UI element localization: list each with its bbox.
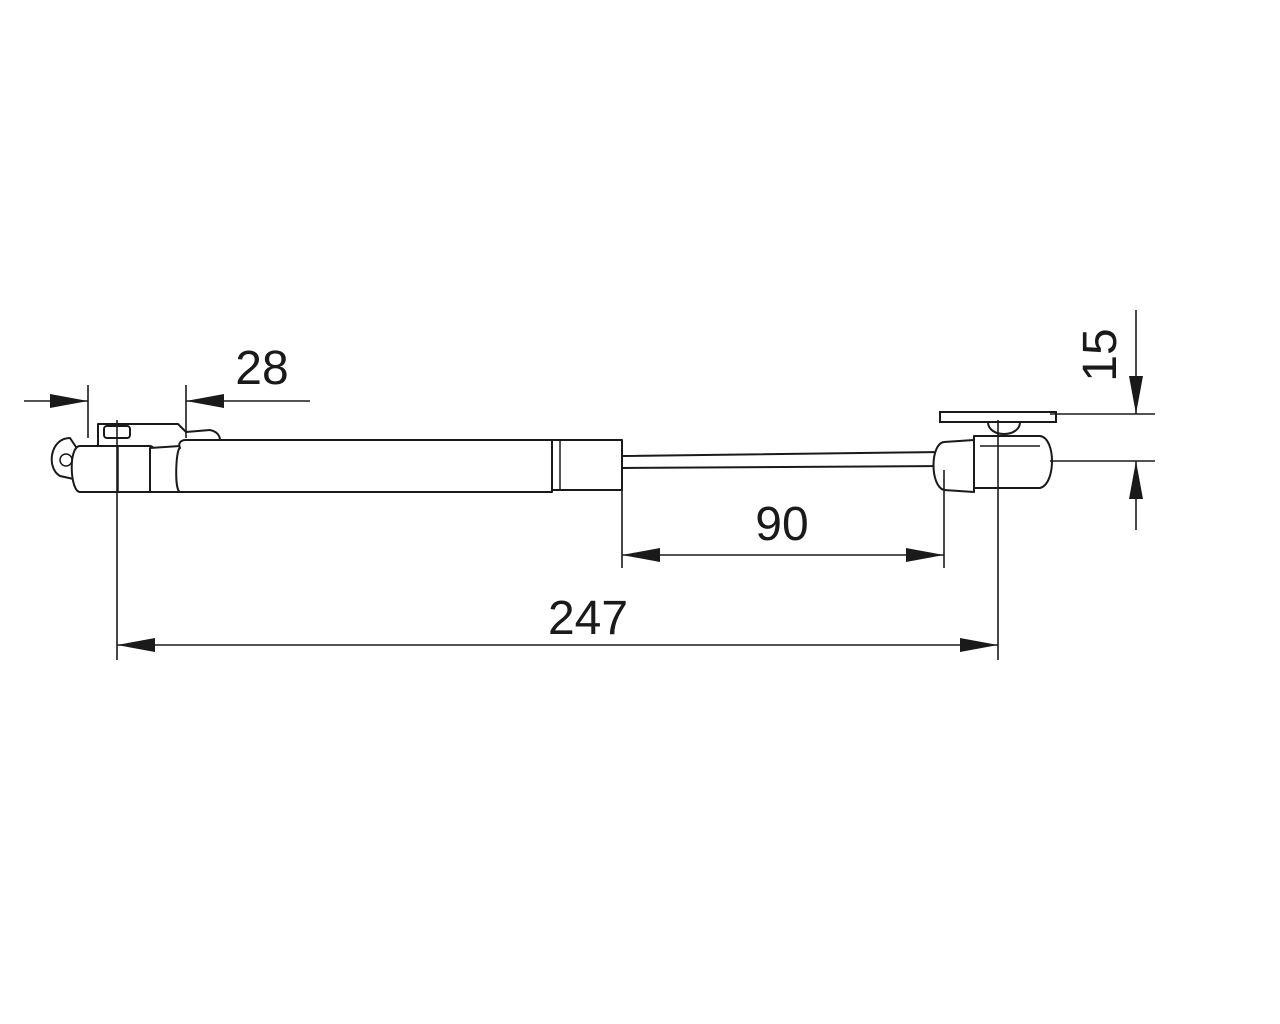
dimension-mount-height: 15 <box>1050 310 1155 530</box>
arrow-head <box>186 394 224 408</box>
right-end-cap <box>932 439 975 493</box>
dimension-label-mount-height: 15 <box>1074 328 1127 381</box>
arrow-head <box>1129 461 1143 499</box>
cylinder <box>175 439 553 493</box>
arrow-head <box>117 638 155 652</box>
dimension-label-mount-width: 28 <box>235 342 288 395</box>
right-mount <box>932 411 1057 493</box>
arrow-head <box>622 548 660 562</box>
dimension-total-length: 247 <box>116 420 999 660</box>
right-housing <box>973 435 1053 489</box>
cylinder-end <box>551 439 623 491</box>
dimension-label-total-length: 247 <box>548 592 628 645</box>
left-end-cap <box>70 445 160 493</box>
dimension-stroke: 90 <box>621 470 945 568</box>
arrow-head <box>906 548 944 562</box>
piston-rod <box>621 451 945 469</box>
arrow-head <box>50 394 88 408</box>
arrow-head <box>960 638 998 652</box>
gas-spring <box>50 411 1057 493</box>
right-mount-ball <box>987 421 1021 435</box>
dimension-label-stroke: 90 <box>755 498 808 551</box>
arrow-head <box>1129 376 1143 414</box>
dimension-mount-width: 28 <box>24 342 310 438</box>
